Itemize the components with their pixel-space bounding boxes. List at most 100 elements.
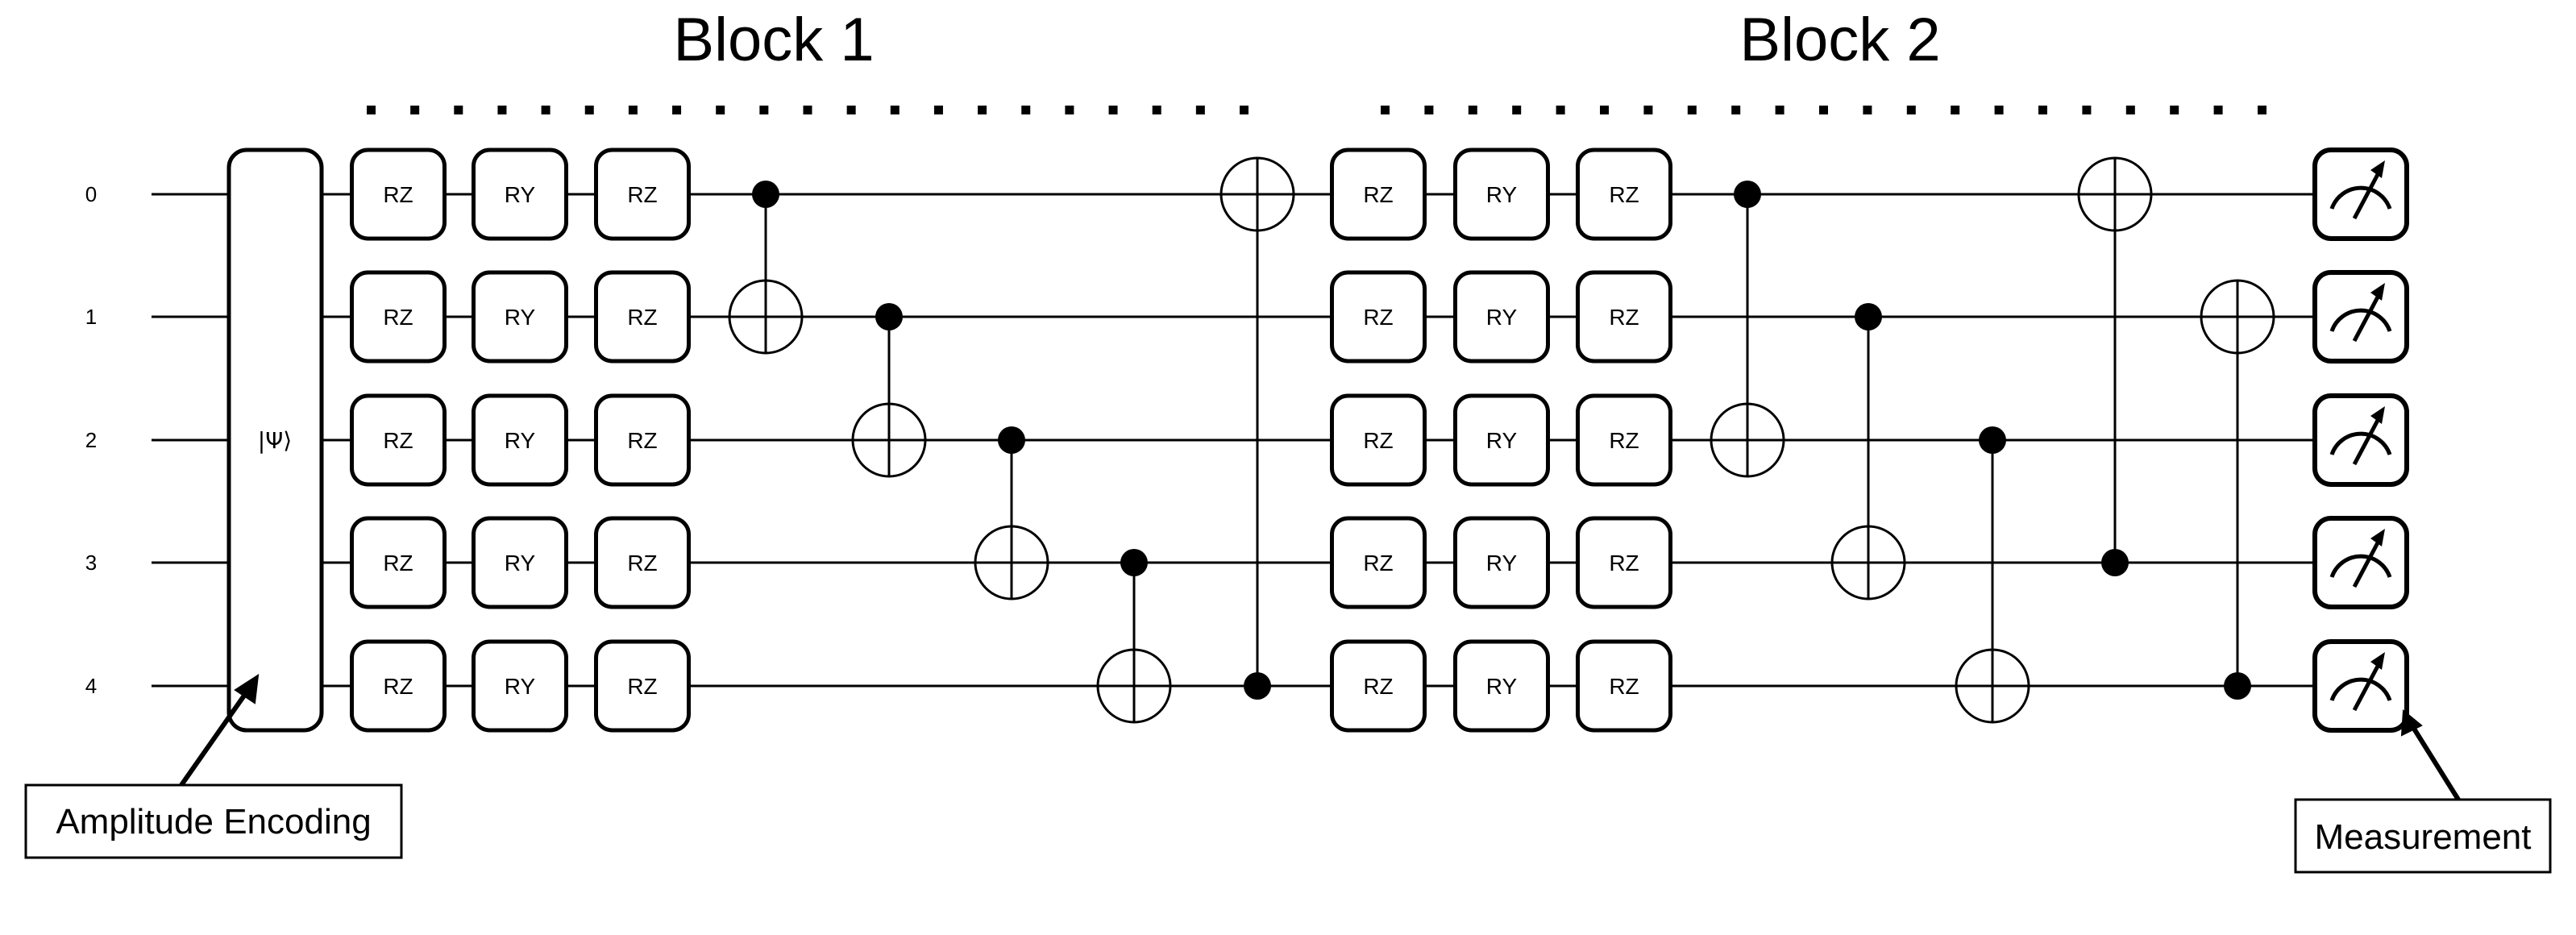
cnot-gate	[851, 303, 927, 478]
rotation-gate-rz: RZ	[350, 270, 447, 364]
block-1-title: Block 1	[673, 6, 874, 74]
rotation-gate-label: RY	[1486, 674, 1518, 699]
amplitude-encoding-text: Amplitude Encoding	[56, 802, 371, 842]
bracket-dot	[1065, 106, 1074, 114]
cnot-control-dot	[998, 426, 1025, 454]
rotation-gate-rz: RZ	[594, 516, 691, 609]
bracket-dot	[497, 106, 507, 114]
bracket-dot	[803, 106, 812, 114]
rotation-gate-label: RY	[505, 551, 536, 576]
bracket-dot	[410, 106, 420, 114]
cnot-control-dot	[1855, 303, 1882, 330]
bracket-dot	[2170, 106, 2179, 114]
bracket-dot	[1775, 106, 1785, 114]
rotation-gate-rz: RZ	[1576, 393, 1672, 487]
rotation-gate-rz: RZ	[1330, 639, 1427, 733]
rotation-gate-label: RY	[505, 428, 536, 453]
bracket-dot	[1951, 106, 1960, 114]
measurement-gate-icon	[2312, 393, 2409, 487]
rotation-gate-ry: RY	[472, 516, 568, 609]
measurement-gate-icon	[2312, 270, 2409, 364]
bracket-dot	[759, 106, 769, 114]
cnot-gate	[728, 181, 804, 355]
measurement-arrowhead	[2400, 709, 2423, 737]
block-2-title: Block 2	[1739, 6, 1940, 74]
amplitude-encoding-gate: |Ψ⟩	[226, 148, 324, 733]
rotation-gate-label: RZ	[1363, 182, 1393, 207]
measurement-gate-icon	[2312, 148, 2409, 241]
rotation-gate-label: RZ	[383, 674, 413, 699]
rotation-gate-label: RY	[505, 182, 536, 207]
cnot-control-dot	[1979, 426, 2006, 454]
cnot-control-dot	[1734, 181, 1761, 208]
rotation-gate-ry: RY	[1453, 148, 1550, 241]
cnot-gate	[2200, 279, 2275, 700]
cnot-gate	[1830, 303, 1906, 600]
rotation-gate-label: RZ	[383, 305, 413, 330]
rotation-gate-label: RZ	[1609, 551, 1639, 576]
rotation-gate-ry: RY	[1453, 393, 1550, 487]
rotation-gate-label: RZ	[1609, 428, 1639, 453]
encoding-state-label: |Ψ⟩	[258, 427, 292, 454]
rotation-gate-label: RZ	[383, 182, 413, 207]
bracket-dot	[2082, 106, 2092, 114]
bracket-dot	[628, 106, 638, 114]
cnot-control-dot	[752, 181, 779, 208]
bracket-dot	[672, 106, 682, 114]
bracket-dot	[2038, 106, 2047, 114]
rotation-gate-label: RZ	[627, 182, 657, 207]
rotation-gate-label: RZ	[1363, 551, 1393, 576]
bracket-dot	[1468, 106, 1477, 114]
bracket-dot	[1512, 106, 1522, 114]
rotation-gate-rz: RZ	[594, 270, 691, 364]
rotation-gate-rz: RZ	[350, 639, 447, 733]
rotation-gate-ry: RY	[472, 148, 568, 241]
cnot-control-dot	[1244, 672, 1271, 700]
rotation-gate-rz: RZ	[594, 639, 691, 733]
bracket-dot	[1152, 106, 1161, 114]
rotation-gate-label: RY	[505, 674, 536, 699]
bracket-dot	[890, 106, 900, 114]
rotation-gate-ry: RY	[472, 393, 568, 487]
rotation-gate-rz: RZ	[1576, 148, 1672, 241]
rotation-gate-rz: RZ	[1576, 639, 1672, 733]
qubit-labels: 0 1 2 3 4	[85, 182, 97, 698]
measurement-arrow	[2408, 721, 2461, 801]
bracket-dot	[716, 106, 725, 114]
qubit-label-4: 4	[85, 674, 97, 698]
bracket-dot	[584, 106, 594, 114]
rotation-gate-rz: RZ	[594, 393, 691, 487]
bracket-dot	[1108, 106, 1118, 114]
bracket-dot	[1424, 106, 1434, 114]
rotation-gate-label: RZ	[627, 551, 657, 576]
cnot-control-dot	[875, 303, 903, 330]
bracket-dot	[454, 106, 463, 114]
rotation-gate-rz: RZ	[350, 393, 447, 487]
bracket-dot	[2125, 106, 2135, 114]
bracket-dot	[1819, 106, 1828, 114]
rotation-gate-rz: RZ	[1576, 516, 1672, 609]
rotation-gate-label: RZ	[1363, 305, 1393, 330]
cnot-gate	[2077, 156, 2153, 576]
amplitude-encoding-arrowhead	[234, 674, 260, 704]
amplitude-encoding-arrow	[179, 684, 254, 787]
bracket-dot	[367, 106, 376, 114]
cnot-gate	[1710, 181, 1785, 478]
rotation-gate-label: RZ	[1363, 428, 1393, 453]
bracket-dot	[2258, 106, 2266, 114]
cnot-gate	[1096, 549, 1172, 724]
bracket-dot	[1906, 106, 1916, 114]
rotation-gate-rz: RZ	[350, 516, 447, 609]
amplitude-encoding-callout: Amplitude Encoding	[24, 674, 403, 859]
cnot-control-dot	[1120, 549, 1148, 576]
bracket-dot	[1021, 106, 1031, 114]
bracket-dot	[933, 106, 943, 114]
bracket-dot	[1195, 106, 1205, 114]
rotation-gate-ry: RY	[472, 270, 568, 364]
rotation-gate-rz: RZ	[1330, 516, 1427, 609]
rotation-gate-ry: RY	[472, 639, 568, 733]
block-1-dotted-bracket	[367, 106, 1249, 114]
rotation-gate-ry: RY	[1453, 270, 1550, 364]
bracket-dot	[1556, 106, 1565, 114]
